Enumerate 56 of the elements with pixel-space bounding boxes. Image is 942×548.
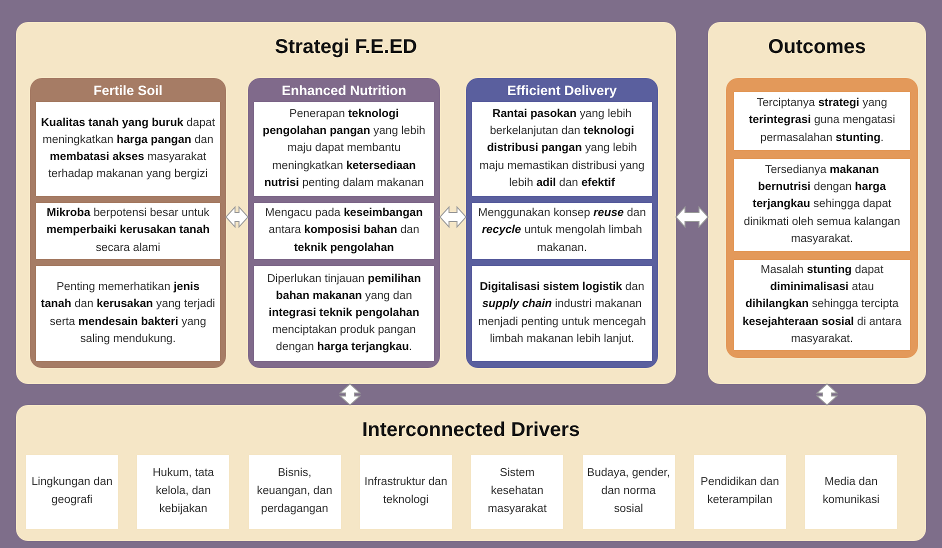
driver-card (248, 455, 341, 529)
text-card (36, 203, 220, 259)
pillar-column (248, 78, 440, 368)
section-title: Interconnected Drivers (361, 419, 581, 442)
section-panel (708, 22, 926, 384)
card-text: Rantai pasokan yang lebih berkelanjutan dan teknologi distribusi pangan yang lebih maju memastikan distribusi yang lebih adil dan efektif (478, 107, 646, 191)
card-text: Mikroba berpotensi besar untuk memperbaiki kerusakan tanah secara alami (45, 206, 211, 256)
driver-card (26, 455, 118, 529)
pillar-column (726, 78, 918, 358)
pillar-column (30, 78, 226, 368)
driver-card (694, 455, 786, 529)
driver-text: Hukum, tata kelola, dan kebijakan (152, 466, 215, 517)
card-text: Terciptanya strategi yang terintegrasi guna mengatasi permasalahan stunting. (748, 96, 896, 146)
text-card (734, 92, 910, 150)
double-arrow (225, 206, 249, 228)
card-text: Tersedianya makanan bernutrisi dengan harga terjangkau sehingga dapat dinikmati oleh semua kalangan masyarakat. (742, 163, 902, 247)
text-card (36, 102, 220, 196)
driver-card (805, 455, 898, 529)
section-panel (16, 22, 676, 384)
column-title: Fertile Soil (92, 83, 164, 98)
driver-card (360, 455, 452, 529)
text-card (734, 159, 910, 251)
section-title: Strategi F.E.ED (274, 36, 418, 59)
driver-text: Budaya, gender, dan norma sosial (586, 466, 670, 517)
text-card (472, 266, 652, 361)
section-title: Outcomes (767, 36, 867, 59)
text-card (254, 203, 434, 259)
driver-card (137, 455, 230, 529)
driver-text: Pendidikan dan keterampilan (700, 475, 780, 508)
driver-text: Sistem kesehatan masyarakat (486, 466, 548, 517)
double-arrow (338, 383, 362, 406)
pillar-column (466, 78, 658, 368)
driver-card (471, 455, 564, 529)
driver-text: Lingkungan dan geografi (30, 475, 114, 508)
double-arrow (816, 383, 838, 406)
section-panel (16, 405, 926, 541)
column-title: Efficient Delivery (506, 83, 618, 98)
card-text: Kualitas tanah yang buruk dapat meningkatkan harga pangan dan membatasi akses masyarakat terhadap makanan yang bergizi (40, 116, 216, 182)
text-card (472, 102, 652, 196)
card-text: Masalah stunting dapat diminimalisasi atau dihilangkan sehingga tercipta kesejahteraan sosial di antara masyarakat. (742, 263, 902, 347)
text-card (254, 266, 434, 361)
driver-text: Bisnis, keuangan, dan perdagangan (256, 466, 334, 517)
driver-card (582, 455, 674, 529)
driver-text: Media dan komunikasi (822, 475, 881, 508)
card-text: Penerapan teknologi pengolahan pangan yang lebih maju dapat membantu meningkatkan ketersediaan nutrisi penting dalam makanan (262, 107, 426, 191)
text-card (36, 266, 220, 361)
column-title: Enhanced Nutrition (280, 83, 408, 98)
card-text: Penting memerhatikan jenis tanah dan kerusakan yang terjadi serta mendesain bakteri yang saling mendukung. (40, 280, 216, 347)
double-arrow (675, 206, 709, 228)
text-card (254, 102, 434, 196)
driver-text: Infrastruktur dan teknologi (364, 475, 448, 508)
card-text: Diperlukan tinjauan pemilihan bahan makanan yang dan integrasi teknik pengolahan menciptakan produk pangan dengan harga terjangkau. (266, 272, 422, 356)
double-arrow (439, 206, 467, 228)
card-text: Mengacu pada keseimbangan antara komposisi bahan dan teknik pengolahan (264, 206, 424, 256)
card-text: Digitalisasi sistem logistik dan supply chain industri makanan menjadi penting untuk mencegah limbah makanan lebih lanjut. (477, 280, 647, 347)
card-text: Menggunakan konsep reuse dan recycle untuk mengolah limbah makanan. (477, 206, 647, 256)
